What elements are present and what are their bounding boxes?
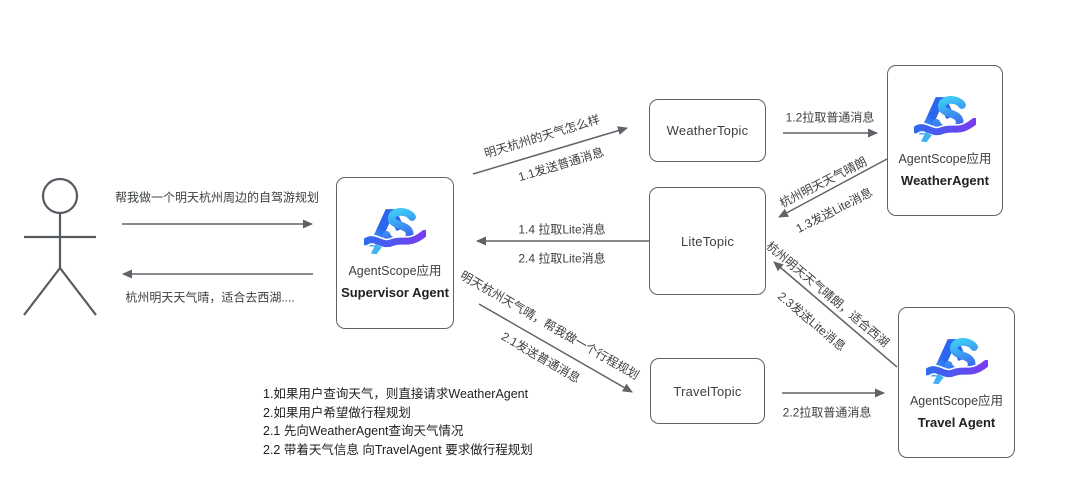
note-line: 2.1 先向WeatherAgent查询天气情况 [263, 424, 464, 438]
weather-agent-name-label: WeatherAgent [901, 172, 989, 188]
arrow-2-3 [773, 261, 898, 368]
travel-topic-label: TravelTopic [673, 383, 742, 399]
travel-agent-app-label: AgentScope应用 [909, 393, 1004, 408]
node-weather-topic: WeatherTopic [649, 99, 766, 162]
weather-agent-app-label: AgentScope应用 [898, 151, 992, 166]
supervisor-app-label: AgentScope应用 [348, 264, 442, 278]
arrow-1-3 [778, 158, 888, 218]
edge-1-4-step: 1.4 拉取Lite消息 [518, 222, 606, 237]
user-response-label: 杭州明天天气晴，适合去西湖.... [125, 290, 295, 305]
agentscope-logo-icon [364, 206, 426, 256]
travel-agent-name-label: Travel Agent [917, 414, 996, 430]
lite-topic-label: LiteTopic [680, 233, 735, 249]
node-lite-topic: LiteTopic [649, 187, 766, 295]
arrow-1-1 [472, 126, 628, 175]
agentscope-logo-icon [914, 94, 976, 144]
supervisor-name-label: Supervisor Agent [341, 285, 449, 300]
weather-topic-label: WeatherTopic [666, 123, 749, 138]
note-line: 1.如果用户查询天气，则直接请求WeatherAgent [263, 387, 529, 401]
arrow-2-1 [478, 303, 633, 393]
node-supervisor-agent: AgentScope应用 Supervisor Agent [336, 177, 454, 329]
node-travel-topic: TravelTopic [650, 358, 765, 424]
node-travel-agent: AgentScope应用 Travel Agent [898, 307, 1015, 458]
edge-2-2-step: 2.2拉取普通消息 [782, 405, 872, 420]
note-line: 2.如果用户希望做行程规划 [263, 405, 411, 420]
agentscope-logo-icon [926, 336, 988, 386]
routing-notes: 1.如果用户查询天气，则直接请求WeatherAgent 2.如果用户希望做行程… [263, 385, 533, 459]
user-request-label: 帮我做一个明天杭州周边的自驾游规划 [114, 190, 320, 205]
edge-2-4-step: 2.4 拉取Lite消息 [518, 251, 606, 266]
user-figure [23, 177, 97, 316]
edge-1-2-step: 1.2拉取普通消息 [785, 110, 875, 125]
note-line: 2.2 带着天气信息 向TravelAgent 要求做行程规划 [263, 442, 533, 457]
node-weather-agent: AgentScope应用 WeatherAgent [887, 65, 1003, 216]
user-head [41, 177, 79, 215]
